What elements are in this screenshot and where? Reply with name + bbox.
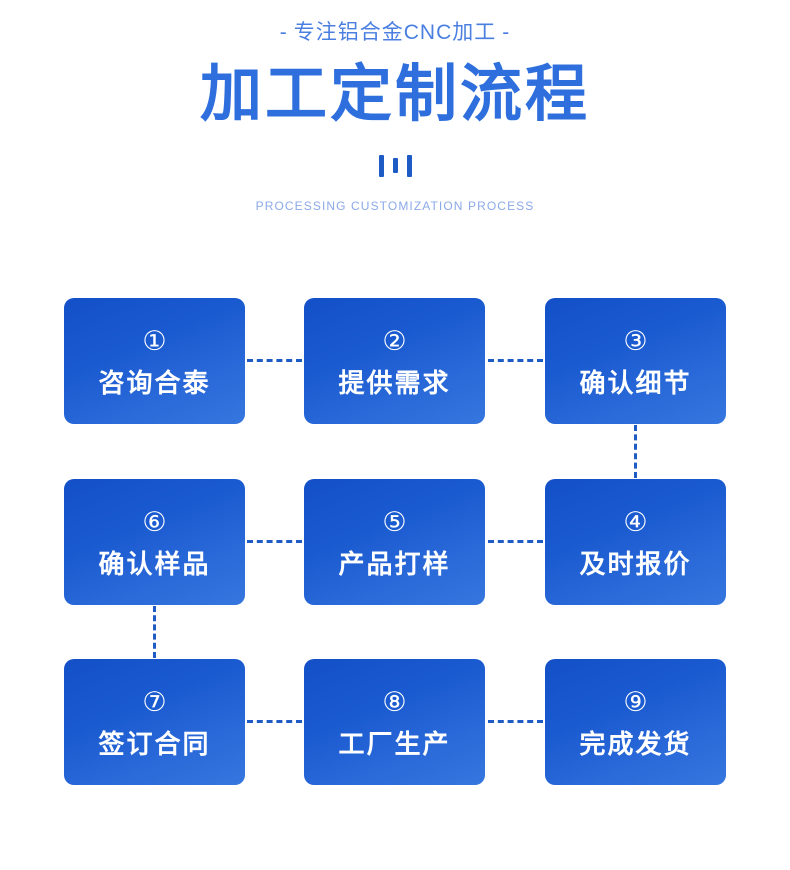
connector-step-8-to-9 [488,720,543,723]
step-label: 咨询合泰 [98,368,211,399]
flow-step-card-7[interactable]: ⑦ 签订合同 [64,659,245,785]
connector-step-2-to-3 [488,359,543,362]
step-label: 签订合同 [98,729,211,760]
flow-step-card-6[interactable]: ⑥ 确认样品 [64,479,245,605]
step-number: ② [382,326,407,358]
step-number: ① [142,326,167,358]
step-number: ⑧ [382,687,407,719]
connector-step-1-to-2 [247,359,302,362]
page-title: 加工定制流程 [199,60,590,130]
step-number: ⑨ [623,687,648,719]
step-label: 提供需求 [338,368,451,399]
page-header: -专注铝合金CNC加工- 加工定制流程 PROCESSING CUSTOMIZA… [0,0,790,213]
flow-step-card-1[interactable]: ① 咨询合泰 [64,298,245,424]
decor-bar-right-icon [406,154,412,177]
flow-row-2: ⑥ 确认样品 ⑤ 产品打样 ④ 及时报价 [64,479,726,605]
flow-step-card-4[interactable]: ④ 及时报价 [545,479,726,605]
flow-step-card-3[interactable]: ③ 确认细节 [545,298,726,424]
flow-step-card-9[interactable]: ⑨ 完成发货 [545,659,726,785]
eyebrow-subtitle: -专注铝合金CNC加工- [0,18,790,47]
connector-step-3-to-4 [634,425,637,478]
flow-row-3: ⑦ 签订合同 ⑧ 工厂生产 ⑨ 完成发货 [64,659,726,785]
eyebrow-dash-left: - [279,21,288,44]
connector-step-6-to-7 [153,606,156,658]
step-label: 工厂生产 [338,729,451,760]
step-number: ⑥ [142,507,167,539]
eyebrow-dash-right: - [502,21,511,44]
step-label: 确认样品 [98,549,211,580]
flow-row-1: ① 咨询合泰 ② 提供需求 ③ 确认细节 [64,298,726,424]
flow-step-card-8[interactable]: ⑧ 工厂生产 [304,659,485,785]
step-label: 完成发货 [579,729,692,760]
connector-step-5-to-6 [247,540,302,543]
step-number: ⑦ [142,687,167,719]
flow-step-card-2[interactable]: ② 提供需求 [304,298,485,424]
step-label: 及时报价 [579,549,692,580]
step-number: ③ [623,326,648,358]
connector-step-7-to-8 [247,720,302,723]
english-subtitle: PROCESSING CUSTOMIZATION PROCESS [255,198,535,213]
step-number: ⑤ [382,507,407,539]
step-label: 确认细节 [579,368,692,399]
step-number: ④ [623,507,648,539]
decor-bar-middle-icon [392,158,398,174]
process-flow-diagram: ① 咨询合泰 ② 提供需求 ③ 确认细节 ⑥ 确认样品 ⑤ 产品打样 ④ 及时报… [64,298,726,790]
decorative-bars [0,153,790,179]
connector-step-4-to-5 [488,540,543,543]
step-label: 产品打样 [338,549,451,580]
flow-step-card-5[interactable]: ⑤ 产品打样 [304,479,485,605]
decor-bar-left-icon [378,154,384,177]
eyebrow-text: 专注铝合金CNC加工 [293,21,497,44]
